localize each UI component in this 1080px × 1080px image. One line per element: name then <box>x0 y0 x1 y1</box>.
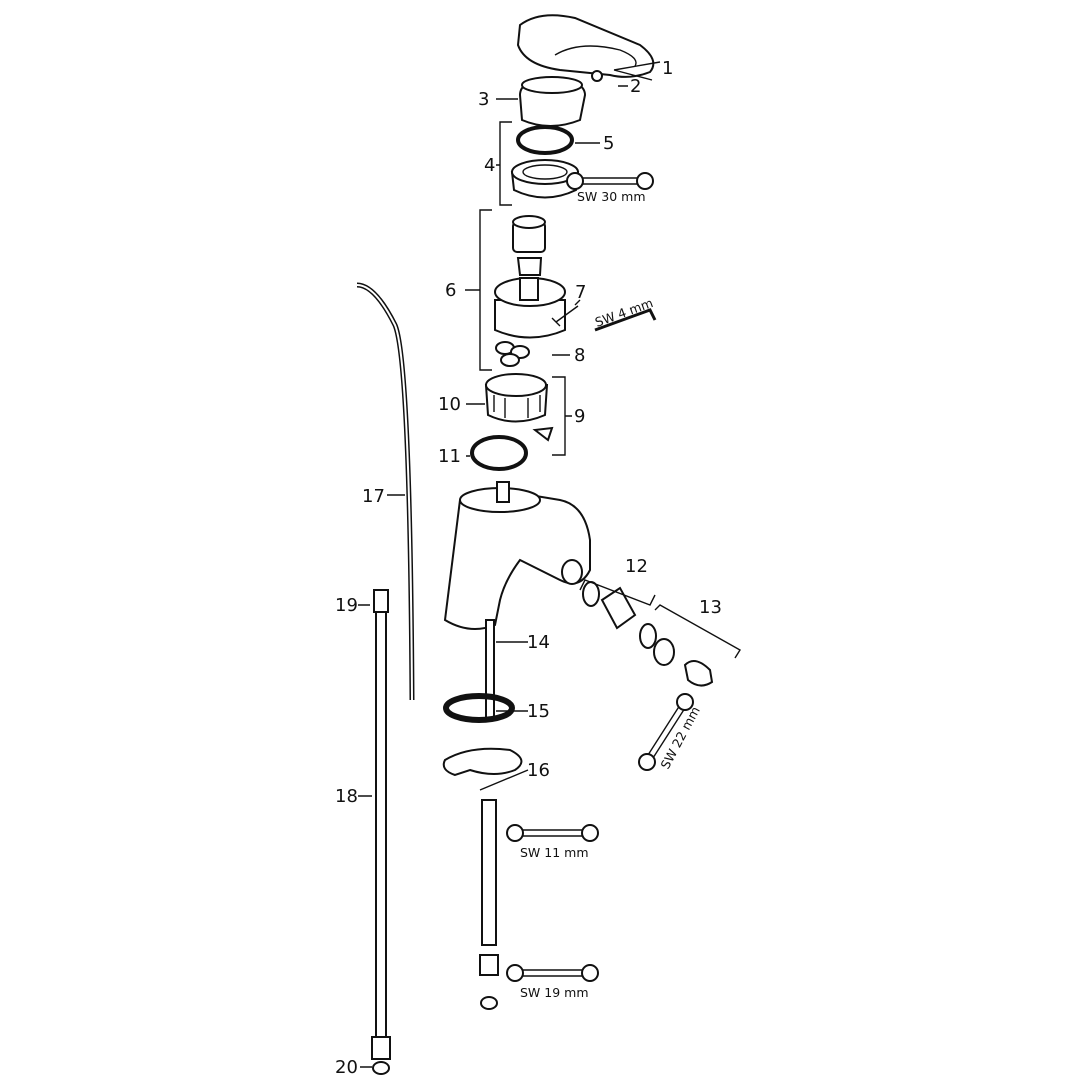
label-18: 18 <box>335 786 358 807</box>
label-2: 2 <box>630 76 641 97</box>
label-1: 1 <box>662 58 673 79</box>
label-10: 10 <box>438 394 461 415</box>
part-seals <box>495 341 530 367</box>
label-20: 20 <box>335 1057 358 1078</box>
part-bracket <box>442 747 523 777</box>
label-15: 15 <box>527 701 550 722</box>
part-labels: 1 2 3 4 5 6 7 8 9 10 11 12 13 14 15 16 1… <box>335 58 722 1078</box>
tool-label-sw11: SW 11 mm <box>520 845 589 860</box>
label-17: 17 <box>362 486 385 507</box>
part-cover <box>518 76 587 127</box>
tool-label-sw19: SW 19 mm <box>520 985 589 1000</box>
label-11: 11 <box>438 446 461 467</box>
label-16: 16 <box>527 760 550 781</box>
label-19: 19 <box>335 595 358 616</box>
label-14: 14 <box>527 632 550 653</box>
part-hose-long <box>371 589 391 1075</box>
tool-label-sw30: SW 30 mm <box>577 189 646 204</box>
part-handle <box>516 14 655 82</box>
label-9: 9 <box>574 406 585 427</box>
part-washer <box>443 693 515 723</box>
label-7: 7 <box>575 282 586 303</box>
leader-lines <box>358 61 741 1068</box>
part-cartridge <box>494 215 566 339</box>
label-3: 3 <box>478 89 489 110</box>
part-o-ring-11 <box>470 435 528 471</box>
label-4: 4 <box>484 155 495 176</box>
label-6: 6 <box>445 280 456 301</box>
label-12: 12 <box>625 556 648 577</box>
label-5: 5 <box>603 133 614 154</box>
part-body <box>443 481 591 630</box>
tool-label-sw22: SW 22 mm <box>657 704 702 772</box>
part-nut <box>510 159 580 199</box>
part-threaded-rod <box>485 619 495 721</box>
wrench-icon <box>506 172 694 982</box>
tool-label-sw4: SW 4 mm <box>593 295 655 330</box>
label-13: 13 <box>699 597 722 618</box>
part-valve <box>484 373 554 442</box>
part-screw <box>551 305 579 327</box>
part-hose-short <box>479 799 499 1010</box>
part-o-ring <box>516 125 574 155</box>
label-8: 8 <box>574 345 585 366</box>
part-aerator <box>582 581 714 687</box>
